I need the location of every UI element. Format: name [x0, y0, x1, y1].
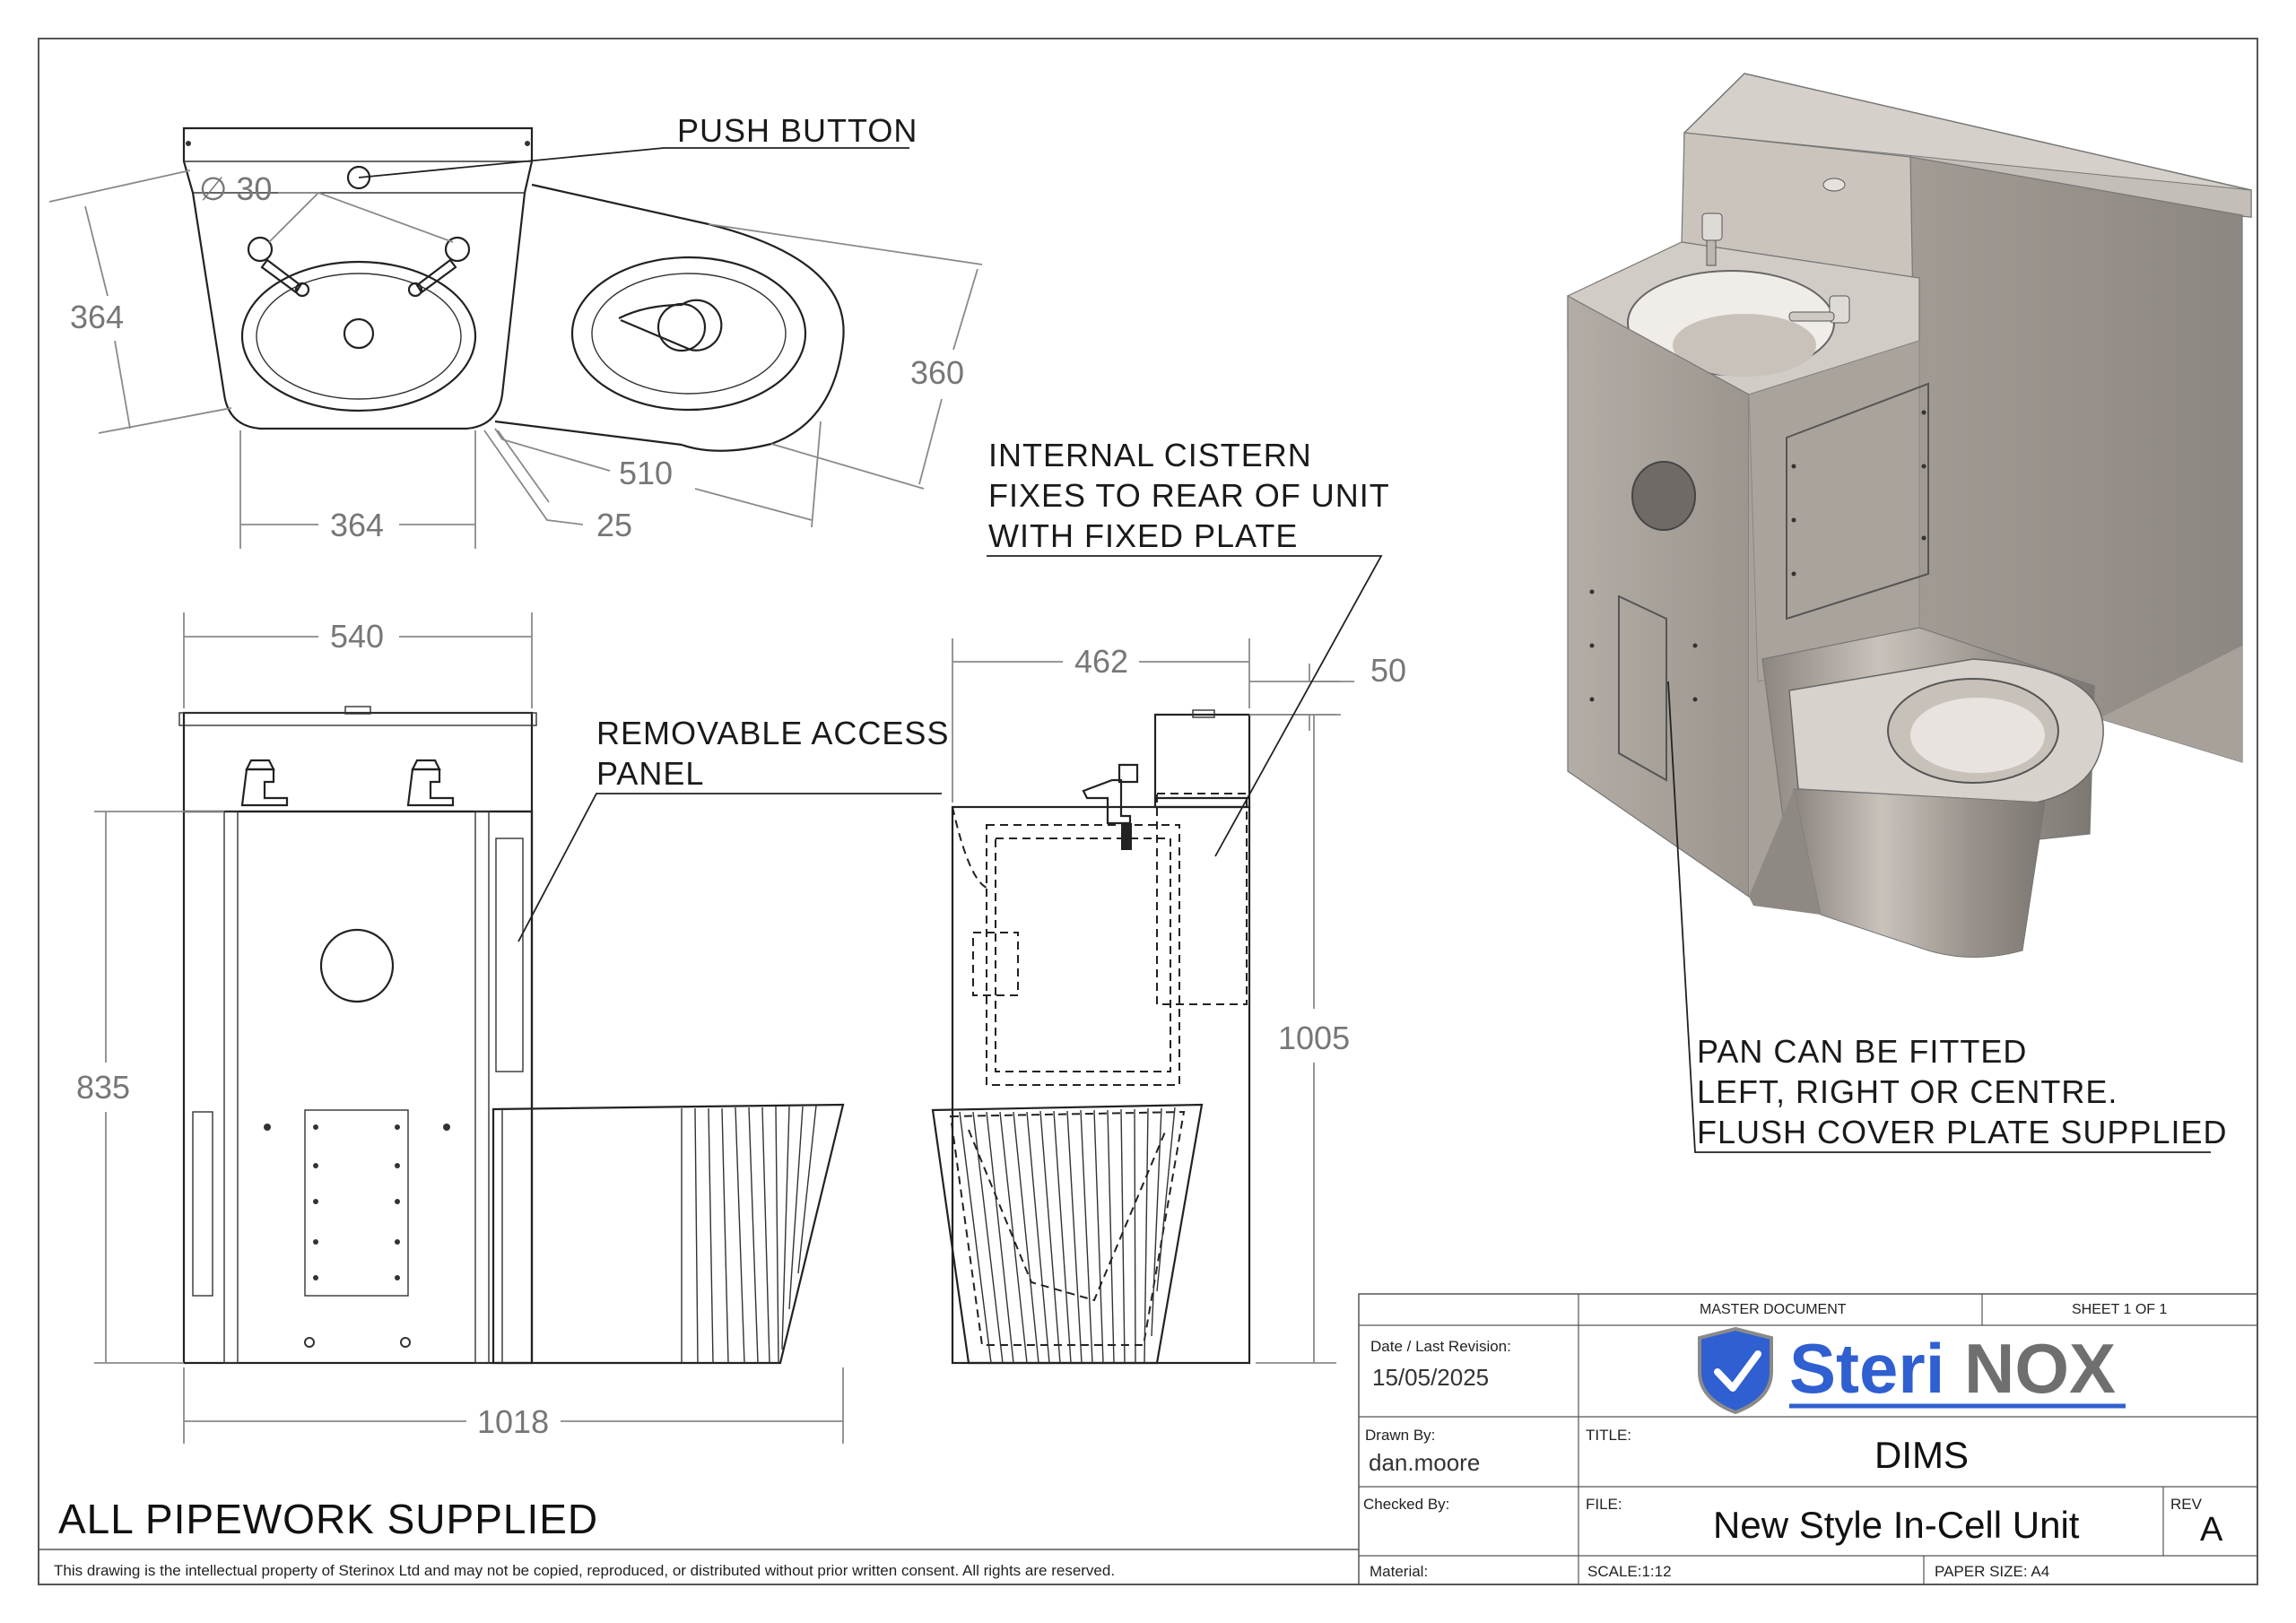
pan-label-3: FLUSH COVER PLATE SUPPLIED — [1697, 1114, 2228, 1150]
material-label: Material: — [1370, 1563, 1428, 1580]
front-view: 540 835 1018 REMOVABLE ACCESS PANEL — [76, 612, 949, 1444]
access-panel-label-1: REMOVABLE ACCESS — [596, 715, 949, 751]
dim-50: 50 — [1370, 652, 1406, 689]
sterinox-logo: Steri NOX — [1698, 1326, 2126, 1415]
cistern-label-3: WITH FIXED PLATE — [988, 517, 1298, 554]
rev-label: REV — [2170, 1496, 2203, 1513]
dia-30-label: ∅ 30 — [199, 170, 272, 207]
dim-462: 462 — [1074, 643, 1128, 680]
side-view: 462 50 1005 INTERNAL CISTERN FIXES TO RE… — [931, 437, 1406, 1365]
sheet-label: SHEET 1 OF 1 — [2072, 1302, 2168, 1317]
disclaimer: This drawing is the intellectual propert… — [54, 1562, 1115, 1579]
dim-510: 510 — [619, 455, 673, 491]
date-value: 15/05/2025 — [1372, 1364, 1489, 1391]
access-panel-label-2: PANEL — [596, 755, 704, 792]
title-value: DIMS — [1874, 1434, 1969, 1476]
plan-view: PUSH BUTTON ∅ 30 364 360 510 364 25 — [48, 112, 983, 549]
pan-label-1: PAN CAN BE FITTED — [1697, 1033, 2027, 1070]
paper-size-label: PAPER SIZE: A4 — [1935, 1563, 2049, 1580]
general-note: ALL PIPEWORK SUPPLIED — [58, 1496, 598, 1542]
title-block: MASTER DOCUMENT SHEET 1 OF 1 Date / Last… — [1358, 1293, 2258, 1585]
checked-by-label: Checked By: — [1363, 1496, 1449, 1513]
title-label: TITLE: — [1586, 1427, 1631, 1444]
date-label: Date / Last Revision: — [1370, 1338, 1511, 1355]
master-document-label: MASTER DOCUMENT — [1700, 1302, 1847, 1317]
dim-1018: 1018 — [477, 1403, 549, 1440]
file-value: New Style In-Cell Unit — [1713, 1504, 2080, 1546]
dim-25: 25 — [596, 507, 632, 543]
scale-label: SCALE:1:12 — [1587, 1563, 1672, 1580]
dim-835: 835 — [76, 1069, 130, 1106]
sheet-border — [38, 38, 2258, 1585]
logo-text-steri: Steri — [1789, 1329, 1944, 1408]
dim-360: 360 — [910, 354, 964, 391]
cistern-label-2: FIXES TO REAR OF UNIT — [988, 477, 1390, 514]
cistern-label-1: INTERNAL CISTERN — [988, 437, 1312, 473]
dim-364-bottom: 364 — [330, 507, 384, 543]
pan-label-2: LEFT, RIGHT OR CENTRE. — [1697, 1073, 2118, 1110]
dim-540: 540 — [330, 618, 384, 655]
drawn-by-value: dan.moore — [1369, 1449, 1480, 1476]
iso-view: PAN CAN BE FITTED LEFT, RIGHT OR CENTRE.… — [1567, 73, 2252, 1153]
rev-value: A — [2200, 1511, 2223, 1549]
logo-text-nox: NOX — [1964, 1329, 2116, 1408]
file-label: FILE: — [1586, 1496, 1622, 1513]
shield-check-icon — [1698, 1326, 1773, 1415]
drawn-by-label: Drawn By: — [1365, 1427, 1435, 1444]
dim-1005: 1005 — [1278, 1020, 1350, 1056]
push-button-label: PUSH BUTTON — [677, 112, 918, 149]
dim-364-left: 364 — [70, 299, 124, 335]
